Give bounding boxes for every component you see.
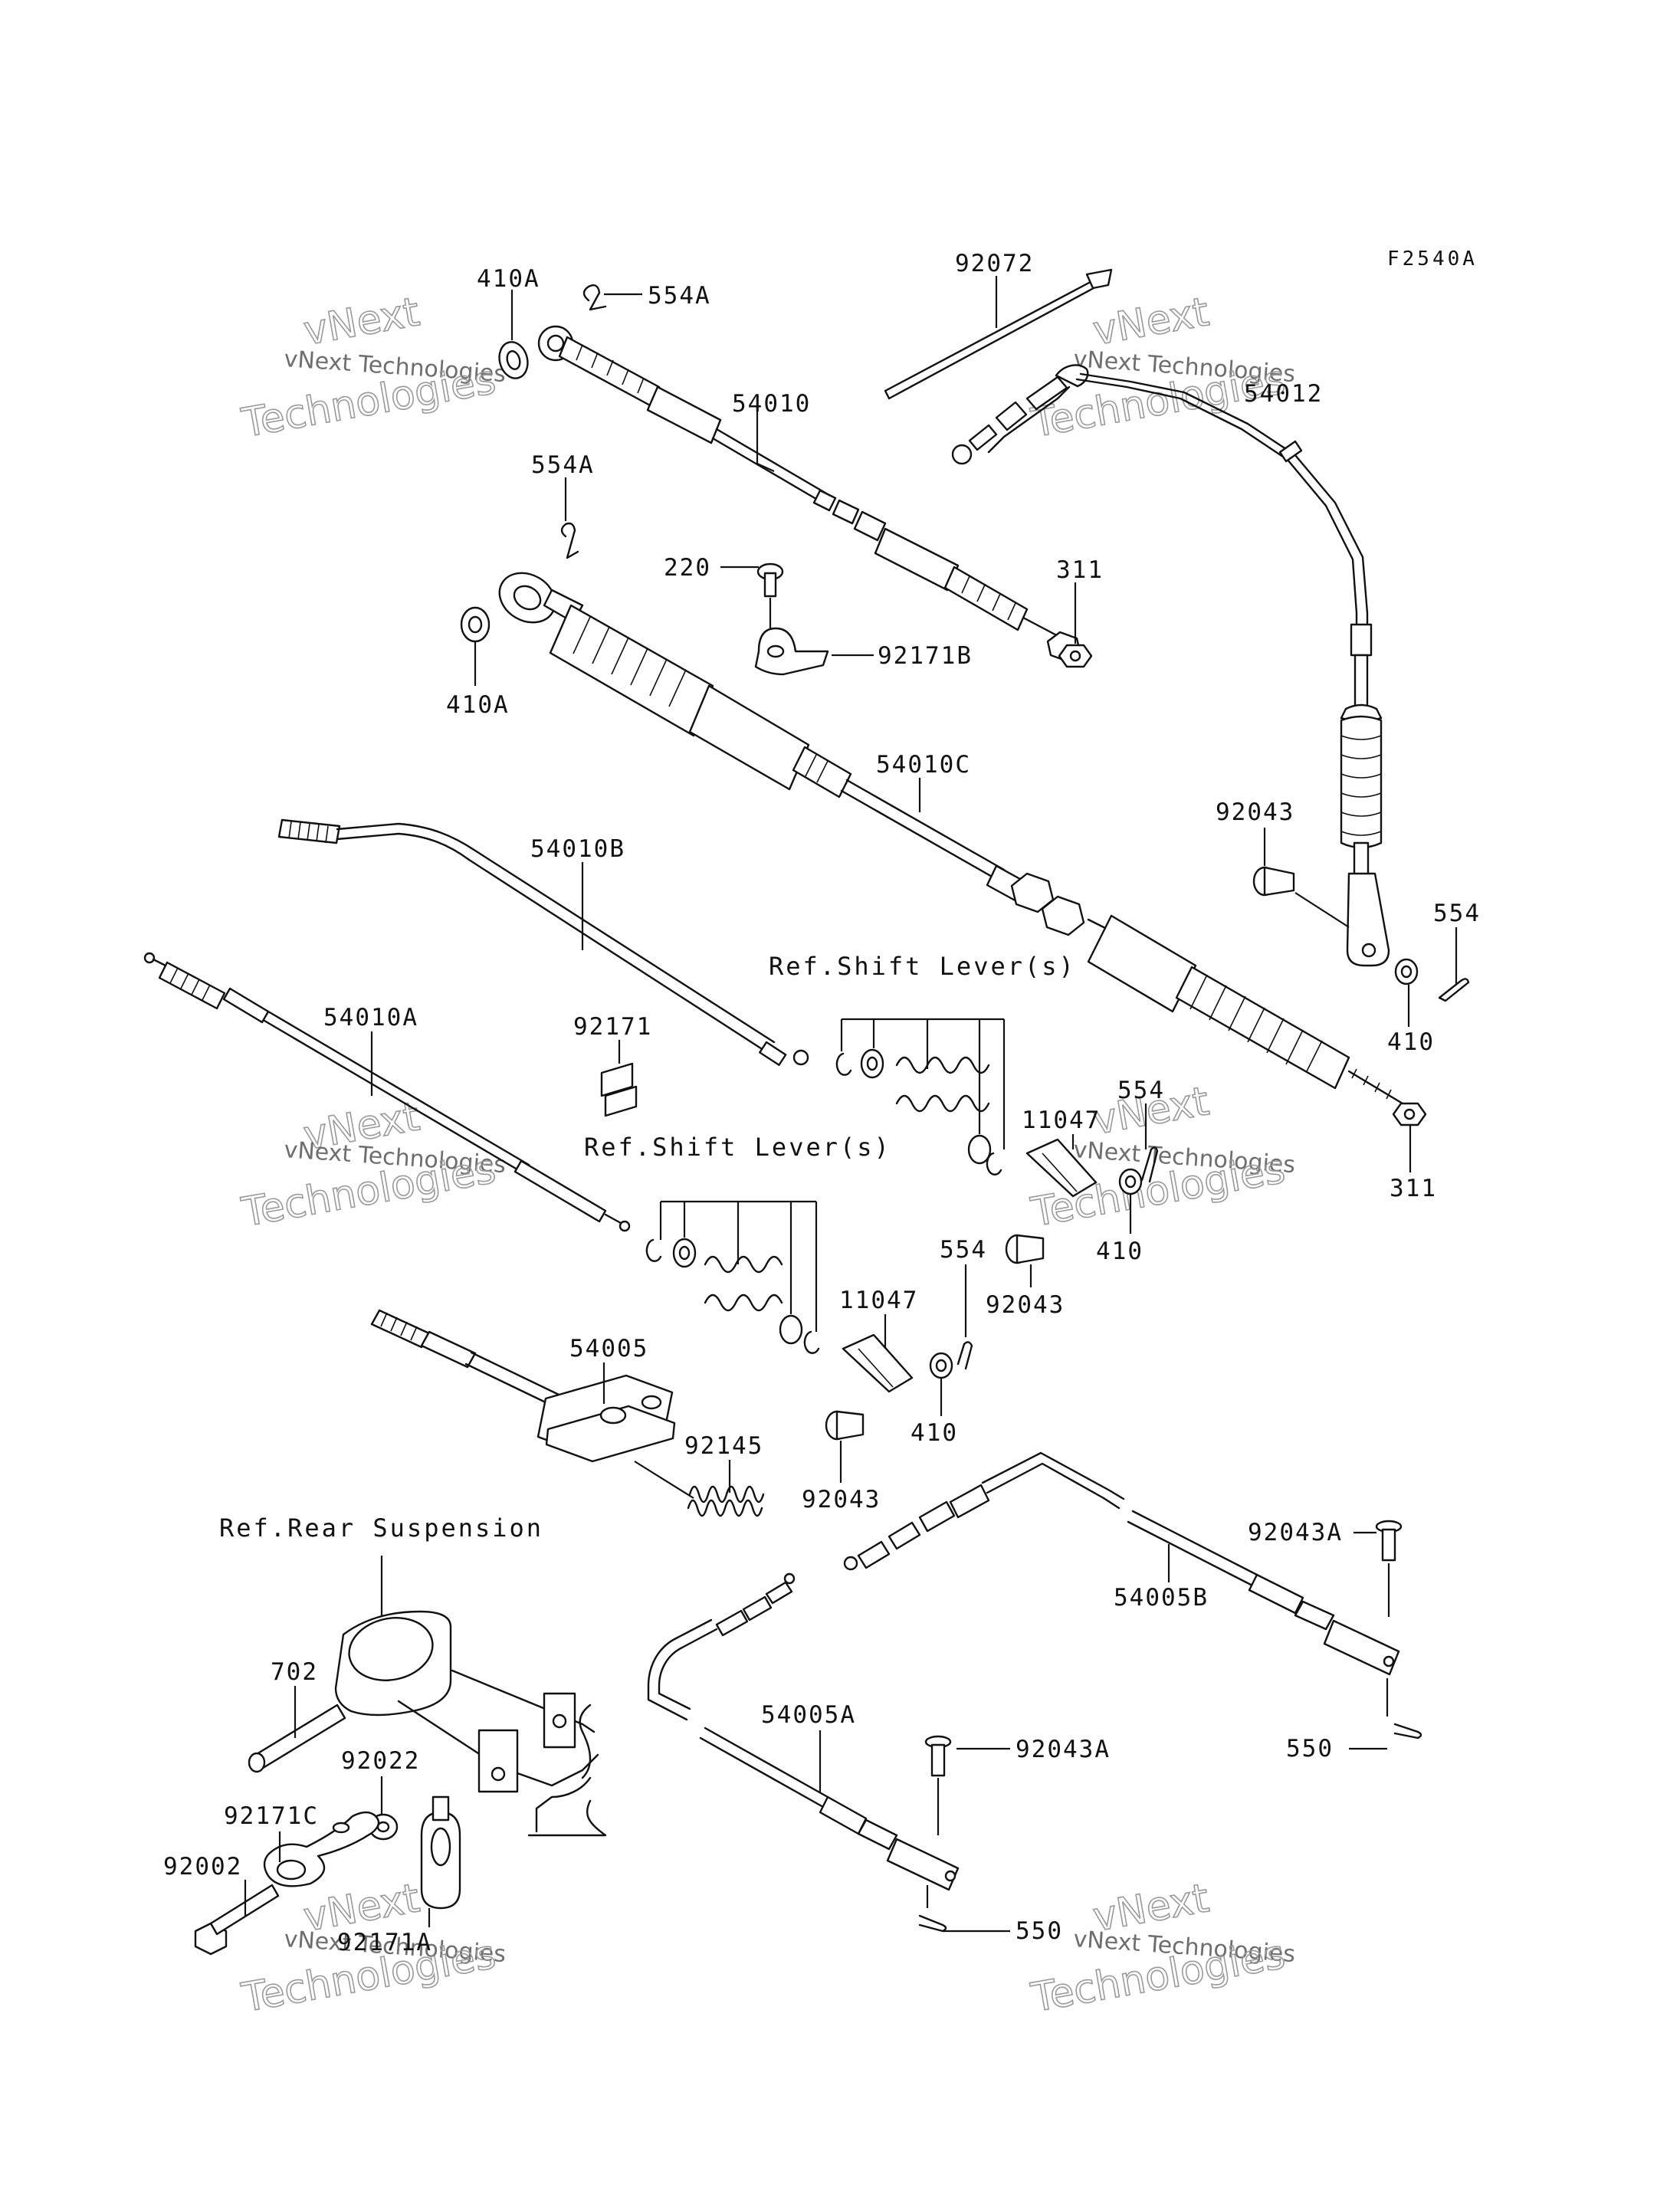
- label-54012: 54012: [1244, 380, 1323, 408]
- label-54010c: 54010C: [876, 751, 971, 779]
- label-92072: 92072: [955, 250, 1034, 277]
- washer-410-mid: [1118, 1168, 1143, 1195]
- clip-554a-mid: [560, 522, 579, 559]
- label-92043a-lower: 92043A: [1016, 1736, 1111, 1763]
- clamp-92171b: [754, 627, 829, 676]
- pin-92043-mid: [1005, 1234, 1045, 1264]
- sleeve-702: [248, 1703, 346, 1773]
- pin-92043a-lower: [924, 1735, 952, 1835]
- rear-suspension-ref: [334, 1610, 607, 1837]
- label-702: 702: [271, 1658, 318, 1686]
- cable-54005b: [843, 1451, 1400, 1676]
- clamp-92171c: [263, 1811, 380, 1887]
- cable-tie-92072: [884, 268, 1113, 400]
- clip-554-mid: [1140, 1146, 1159, 1183]
- label-554-right: 554: [1433, 900, 1481, 927]
- label-92145: 92145: [684, 1432, 763, 1460]
- cable-54010a: [143, 952, 631, 1232]
- label-54005a: 54005A: [761, 1701, 856, 1729]
- label-92171c: 92171C: [224, 1802, 319, 1830]
- nut-311-top: [1058, 644, 1093, 668]
- clip-550-right: [1386, 1678, 1422, 1740]
- label-410a-mid: 410A: [446, 691, 510, 719]
- label-92002: 92002: [163, 1853, 242, 1881]
- label-54010b: 54010B: [530, 835, 625, 863]
- label-92022: 92022: [341, 1747, 420, 1775]
- washer-410a-mid: [460, 606, 491, 643]
- label-92171a: 92171A: [337, 1929, 432, 1956]
- label-550-lower: 550: [1016, 1917, 1063, 1945]
- pin-92043-lower: [825, 1410, 865, 1441]
- svg-text:vNext: vNext: [300, 289, 423, 354]
- label-554-mid: 554: [1117, 1077, 1165, 1104]
- ref-shift-lever-lower: Ref.Shift Lever(s): [584, 1133, 891, 1162]
- label-311-bottom: 311: [1390, 1175, 1437, 1202]
- label-554a-top: 554A: [648, 282, 711, 310]
- part-labels: 410A 554A 92072 54012 54010 554A 220 311…: [163, 250, 1481, 1956]
- shift-lever-lower-assembly: [645, 1200, 914, 1393]
- ref-rear-suspension: Ref.Rear Suspension: [219, 1513, 543, 1543]
- label-54005: 54005: [569, 1335, 648, 1362]
- cable-54005a: [647, 1572, 960, 1891]
- spring-92145: [634, 1461, 765, 1517]
- label-311-top: 311: [1056, 556, 1104, 584]
- label-92171: 92171: [573, 1013, 652, 1041]
- label-92043-right: 92043: [1216, 798, 1294, 826]
- cable-54010b: [277, 818, 809, 1066]
- clip-554-right: [1438, 978, 1470, 1002]
- label-92043-lower: 92043: [802, 1486, 881, 1513]
- label-92171b: 92171B: [878, 642, 973, 670]
- watermark-top-left: vNext vNext Technologies Technologies: [238, 289, 507, 448]
- label-54010a: 54010A: [323, 1004, 418, 1031]
- pin-92043-right: [1252, 866, 1295, 897]
- watermark-bottom-right: vNext vNext Technologies Technologies: [1027, 1875, 1296, 2022]
- clip-550-lower: [918, 1885, 947, 1933]
- cable-54012: [951, 364, 1390, 967]
- label-54005b: 54005B: [1114, 1584, 1209, 1612]
- label-220: 220: [664, 554, 711, 582]
- washer-410a-top: [498, 341, 529, 379]
- clamp-92171a: [420, 1795, 461, 1910]
- diagram-code: F2540A: [1387, 248, 1478, 271]
- pin-92043a-right: [1375, 1520, 1403, 1617]
- bolt-92002: [194, 1884, 280, 1956]
- clip-554-lower: [956, 1341, 973, 1370]
- clip-92171: [600, 1062, 638, 1117]
- clip-554a-top: [582, 284, 607, 311]
- nut-311-bottom: [1392, 1102, 1427, 1126]
- label-410-right: 410: [1387, 1028, 1435, 1056]
- leader-lines: [244, 290, 1458, 1933]
- label-554a-mid: 554A: [531, 451, 595, 479]
- cable-54010: [537, 325, 1081, 663]
- washer-410-lower: [929, 1352, 953, 1379]
- label-11047-upper: 11047: [1022, 1107, 1101, 1134]
- label-554-lower: 554: [940, 1236, 987, 1264]
- svg-text:vNext: vNext: [1090, 289, 1212, 354]
- bolt-220: [756, 562, 784, 598]
- reference-labels: Ref.Shift Lever(s) Ref.Shift Lever(s) Re…: [219, 952, 1076, 1543]
- label-92043a-right: 92043A: [1248, 1519, 1343, 1546]
- watermark-mid-left: vNext vNext Technologies Technologies: [238, 1094, 507, 1237]
- label-11047-lower: 11047: [839, 1287, 918, 1314]
- label-410-mid: 410: [1096, 1238, 1144, 1265]
- cable-54005: [370, 1309, 676, 1463]
- label-550-right: 550: [1286, 1735, 1334, 1763]
- label-92043-mid: 92043: [986, 1291, 1065, 1319]
- label-410a-top: 410A: [477, 265, 540, 293]
- ref-shift-lever-upper: Ref.Shift Lever(s): [769, 952, 1076, 981]
- washer-410-right: [1394, 958, 1419, 985]
- label-410-lower: 410: [911, 1419, 958, 1447]
- cable-54010c: [498, 572, 1404, 1105]
- label-54010: 54010: [732, 390, 811, 418]
- shift-lever-upper-assembly: [835, 1018, 1098, 1198]
